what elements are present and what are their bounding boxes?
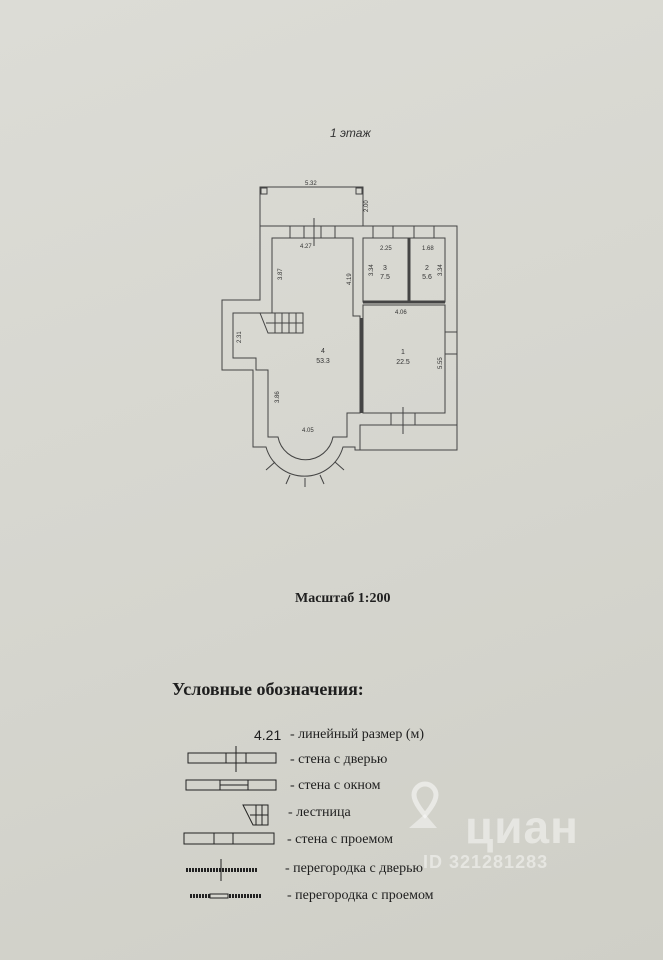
dim-room2-height: 3.34 bbox=[438, 264, 444, 276]
dim-room4-lower-left: 3.86 bbox=[275, 391, 281, 403]
dim-terrace-depth: 2.00 bbox=[364, 200, 370, 212]
wall-with-window-symbol bbox=[185, 779, 277, 791]
room-1-area: 22.5 bbox=[396, 359, 410, 366]
room-4-number: 4 bbox=[321, 348, 325, 355]
room-4-outline bbox=[232, 237, 361, 461]
room-3-area: 7.5 bbox=[380, 274, 390, 281]
dim-room4-top: 4.27 bbox=[300, 244, 312, 250]
dim-left-bay: 2.31 bbox=[237, 331, 243, 343]
floor-title: 1 этаж bbox=[330, 126, 371, 140]
legend-symbols bbox=[183, 746, 277, 899]
wall-with-door-symbol bbox=[187, 746, 277, 772]
legend-title: Условные обозначения: bbox=[172, 679, 364, 699]
dim-room2-width: 1.68 bbox=[422, 246, 434, 252]
room-2-area: 5.6 bbox=[422, 274, 432, 281]
room-1-number: 1 bbox=[401, 349, 405, 356]
watermark-id: ID 321281283 bbox=[423, 852, 549, 872]
outer-wall bbox=[221, 225, 458, 477]
legend-item-wall-opening: - стена с проемом bbox=[287, 832, 393, 847]
room-labels: 1 22.5 2 5.6 3 7.5 4 53.3 bbox=[316, 265, 432, 366]
legend-item-partition-opening: - перегородка с проемом bbox=[287, 888, 434, 903]
dim-terrace-width: 5.32 bbox=[305, 181, 317, 187]
partition-with-opening-symbol bbox=[190, 893, 262, 899]
location-pin-icon bbox=[409, 781, 439, 828]
dim-room3-width: 2.25 bbox=[380, 246, 392, 252]
dim-room1-height: 5.55 bbox=[438, 357, 444, 369]
dim-room1-width: 4.06 bbox=[395, 310, 407, 316]
room-4-area: 53.3 bbox=[316, 358, 330, 365]
terrace bbox=[259, 186, 364, 227]
legend-item-linear-size: - линейный размер (м) bbox=[290, 727, 425, 742]
watermark-brand: циан bbox=[465, 801, 579, 853]
dim-room4-upper-right: 4.19 bbox=[347, 273, 353, 285]
dim-room3-height: 3.34 bbox=[369, 264, 375, 276]
room-2-number: 2 bbox=[425, 265, 429, 272]
legend-item-wall-door: - стена с дверью bbox=[290, 752, 388, 767]
wall-with-opening-symbol bbox=[183, 832, 275, 845]
stairs-symbol bbox=[242, 804, 269, 826]
legend-item-stairs: - лестница bbox=[288, 805, 351, 820]
dim-room4-bottom: 4.05 bbox=[302, 428, 314, 434]
legend-item-partition-door: - перегородка с дверью bbox=[285, 861, 423, 876]
porch bbox=[359, 424, 458, 451]
room-3-number: 3 bbox=[383, 265, 387, 272]
legend-item-wall-window: - стена с окном bbox=[290, 778, 381, 793]
walls bbox=[221, 186, 458, 487]
dim-room4-upper-left: 3.87 bbox=[278, 268, 284, 280]
legend-sample-dimension: 4.21 bbox=[254, 727, 282, 743]
dimension-labels: 5.32 2.00 4.27 2.25 1.68 3.87 4.19 3.34 … bbox=[237, 181, 444, 434]
partition-with-door-symbol bbox=[186, 859, 258, 881]
scale-label: Масштаб 1:200 bbox=[295, 591, 391, 606]
